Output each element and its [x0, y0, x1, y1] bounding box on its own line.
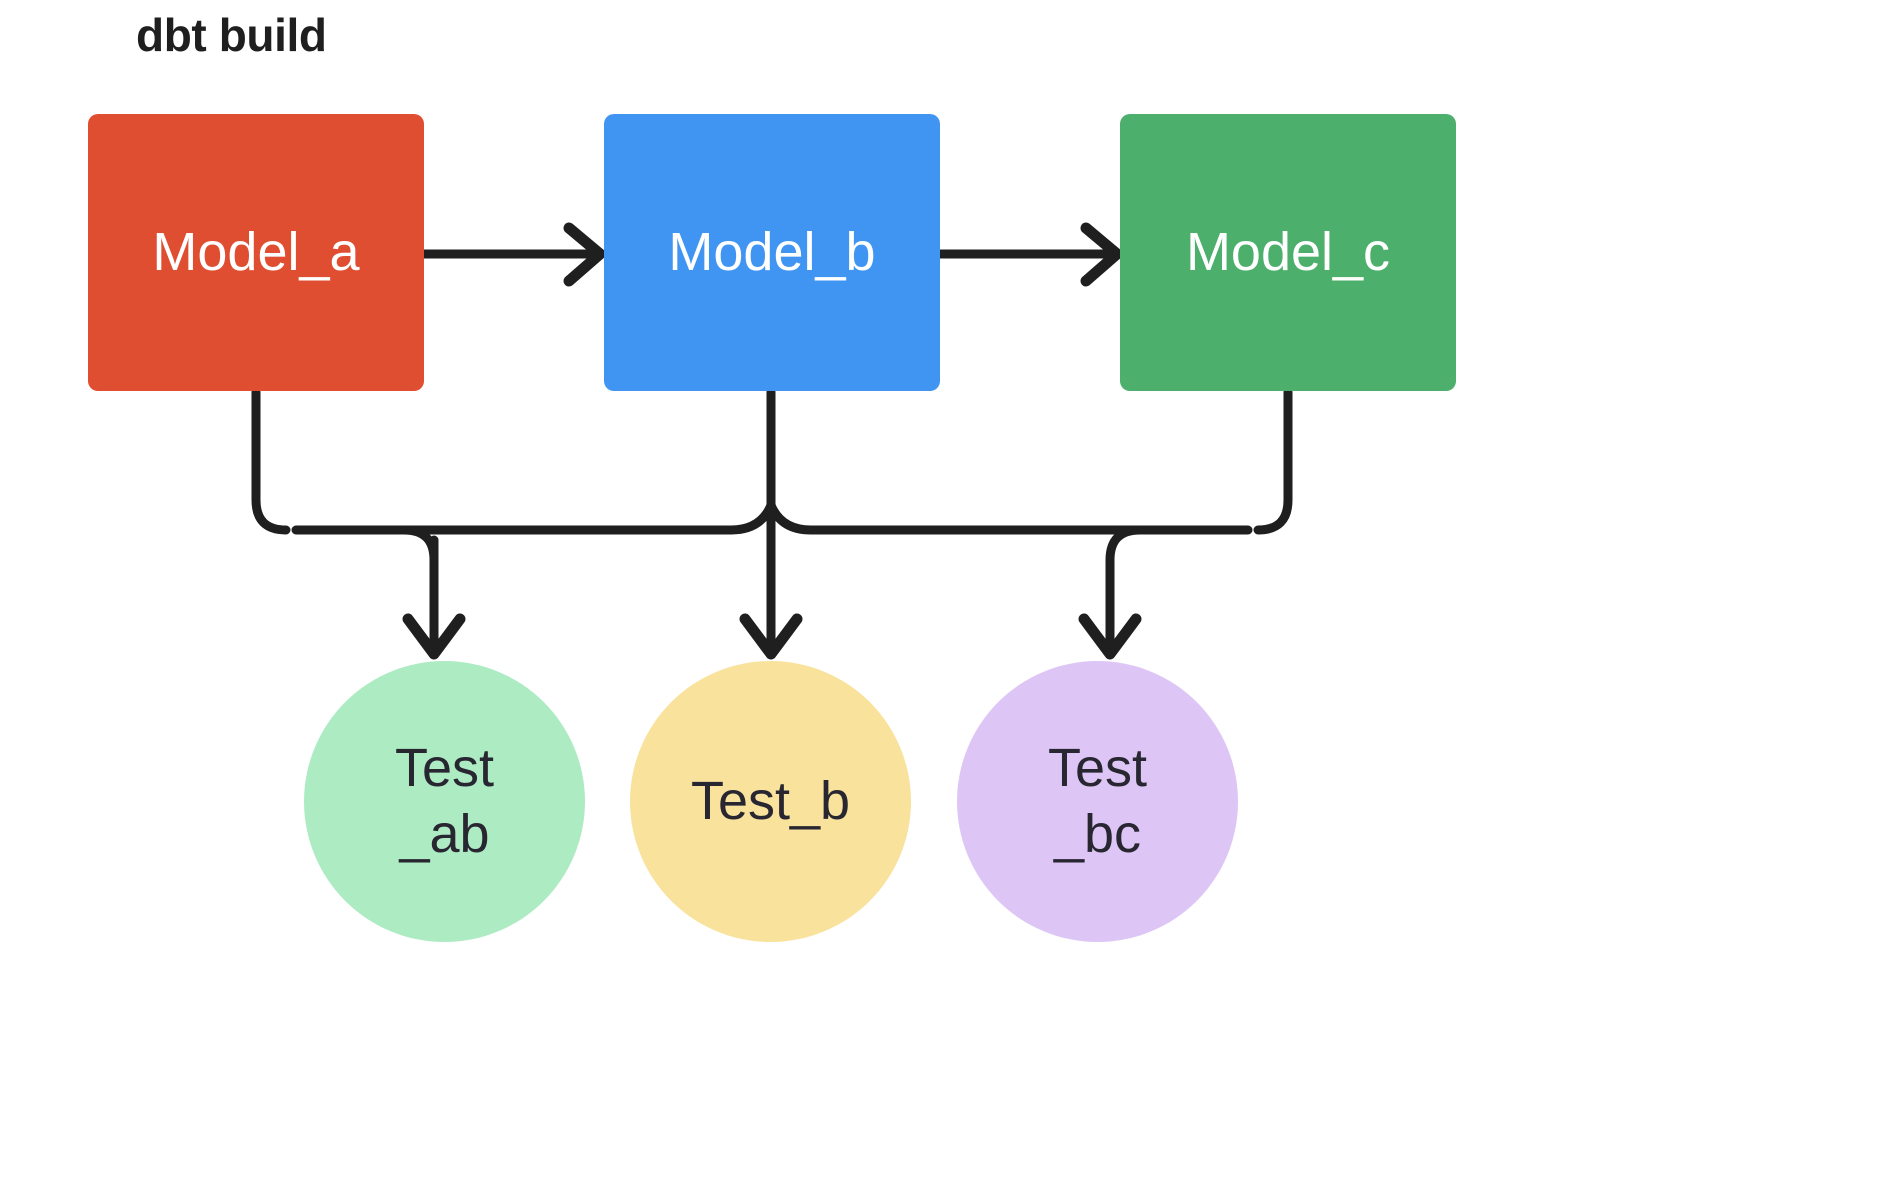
edge-model-a-to-model-b	[419, 222, 606, 287]
edge-junction-left	[726, 500, 776, 535]
edge-junction-right	[766, 500, 816, 535]
node-model-b[interactable]: Model_b	[604, 114, 940, 391]
node-model-b-label: Model_b	[668, 221, 876, 282]
node-model-a-label: Model_a	[152, 221, 360, 282]
node-test-b[interactable]: Test_b	[630, 661, 911, 942]
edge-model-b-to-model-c	[935, 222, 1123, 287]
node-test-ab[interactable]: Test_ab	[304, 661, 585, 942]
page-title: dbt build	[136, 9, 327, 61]
node-test-ab-label: Test_ab	[394, 737, 495, 864]
node-model-c[interactable]: Model_c	[1120, 114, 1456, 391]
edge-model-c-to-test-bc	[1078, 387, 1293, 660]
node-test-bc-label: Test_bc	[1047, 737, 1148, 864]
edge-model-a-to-test-ab	[251, 387, 466, 660]
node-test-bc[interactable]: Test_bc	[957, 661, 1238, 942]
node-test-b-label: Test_b	[690, 770, 851, 831]
node-model-a[interactable]: Model_a	[88, 114, 424, 391]
node-model-c-label: Model_c	[1185, 221, 1391, 282]
edge-model-b-to-test-b	[739, 387, 803, 660]
